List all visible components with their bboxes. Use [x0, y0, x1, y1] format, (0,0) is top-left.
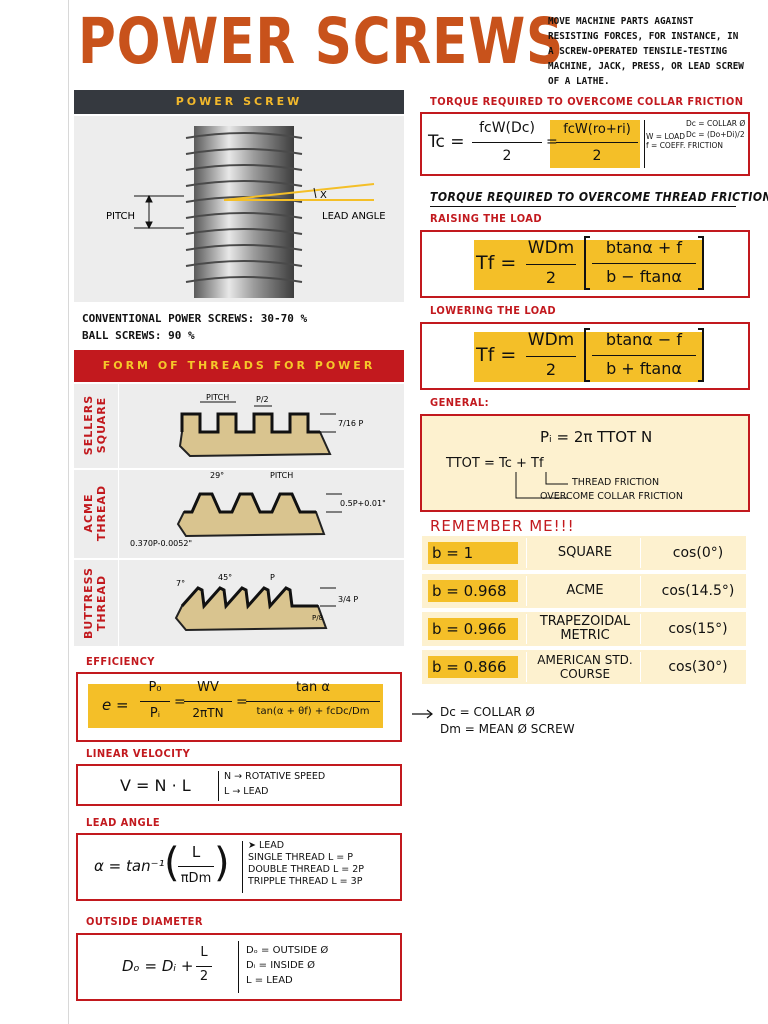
- table-row: b = 0.866 AMERICAN STD. COURSE cos(30°): [422, 650, 746, 684]
- table-row: b = 0.968 ACME cos(14.5°): [422, 574, 746, 608]
- legend: [410, 700, 436, 724]
- efficiency-heading: EFFICIENCY: [86, 655, 155, 668]
- intro-text: MOVE MACHINE PARTS AGAINST RESISTING FOR…: [548, 16, 744, 87]
- svg-text:7°: 7°: [176, 579, 185, 588]
- thread-friction-heading: TORQUE REQUIRED TO OVERCOME THREAD FRICT…: [430, 190, 768, 204]
- table-row: b = 1 SQUARE cos(0°): [422, 536, 746, 570]
- linear-velocity-heading: LINEAR VELOCITY: [86, 747, 191, 760]
- lowering-load-box: Tf = WDm 2 btanα − f b + ftanα: [420, 322, 750, 390]
- x-label: X: [320, 190, 327, 201]
- svg-text:7/16 P: 7/16 P: [338, 419, 364, 428]
- svg-text:29°: 29°: [210, 471, 224, 480]
- general-box: Pᵢ = 2π TTOT N TTOT = Tc + Tf THREAD FRI…: [420, 414, 750, 512]
- remember-title: REMEMBER ME!!!: [430, 517, 575, 535]
- lead-angle-label: LEAD ANGLE: [322, 211, 386, 222]
- lead-angle-heading: LEAD ANGLE: [86, 816, 161, 829]
- screw-drawing: PITCH LEAD ANGLE X: [106, 126, 386, 298]
- ball-screw-efficiency: BALL SCREWS: 90 %: [82, 329, 195, 342]
- svg-text:PITCH: PITCH: [206, 393, 229, 402]
- svg-text:P/2: P/2: [256, 395, 269, 404]
- screw-illustration: PITCH LEAD ANGLE X: [74, 116, 404, 302]
- collar-friction-heading: TORQUE REQUIRED TO OVERCOME COLLAR FRICT…: [430, 95, 744, 108]
- svg-text:P: P: [270, 573, 275, 582]
- outside-diameter-heading: OUTSIDE DIAMETER: [86, 915, 203, 928]
- power-screw-banner: POWER SCREW: [74, 90, 404, 114]
- svg-text:3/4 P: 3/4 P: [338, 595, 358, 604]
- legend-collar: Dc = COLLAR Ø: [440, 705, 535, 719]
- svg-text:45°: 45°: [218, 573, 232, 582]
- svg-text:P/8: P/8: [312, 614, 323, 622]
- lowering-load-heading: LOWERING THE LOAD: [430, 304, 557, 317]
- table-row: b = 0.966 TRAPEZOIDAL METRIC cos(15°): [422, 612, 746, 646]
- raising-load-box: Tf = WDm 2 btanα + f b − ftanα: [420, 230, 750, 298]
- svg-text:0.370P-0.0052": 0.370P-0.0052": [130, 539, 192, 548]
- efficiency-box: e = P₀ Pᵢ = WV 2πTN = tan α tan(α + θf) …: [76, 672, 402, 742]
- conventional-efficiency: CONVENTIONAL POWER SCREWS: 30-70 %: [82, 312, 308, 325]
- svg-text:0.5P+0.01": 0.5P+0.01": [340, 499, 386, 508]
- thread-profiles: PITCH P/2 7/16 P 29° PITCH 0.5P+0.01" 0.…: [130, 393, 386, 632]
- lead-angle-box: α = tan⁻¹ ( L πDm ) ➤ LEAD SINGLE THREAD…: [76, 833, 402, 901]
- legend-mean: Dm = MEAN Ø SCREW: [440, 722, 575, 736]
- threads-banner: FORM OF THREADS FOR POWER SCREWS: [74, 350, 404, 404]
- page-margin-line: [68, 0, 69, 1024]
- svg-text:PITCH: PITCH: [270, 471, 293, 480]
- general-heading: GENERAL:: [430, 396, 490, 409]
- page-title: POWER SCREWS: [78, 5, 565, 78]
- linear-velocity-box: V = N · L N → ROTATIVE SPEED L → LEAD: [76, 764, 402, 806]
- arrow-right-icon: [412, 709, 433, 719]
- raising-load-heading: RAISING THE LOAD: [430, 212, 543, 225]
- pitch-label: PITCH: [106, 211, 135, 222]
- outside-diameter-box: Dₒ = Dᵢ + L 2 Dₒ = OUTSIDE Ø Dᵢ = INSIDE…: [76, 933, 402, 1001]
- collar-friction-box: Tc = fcW(Dc) 2 = fcW(ro+ri) 2 W = LOAD f…: [420, 112, 750, 176]
